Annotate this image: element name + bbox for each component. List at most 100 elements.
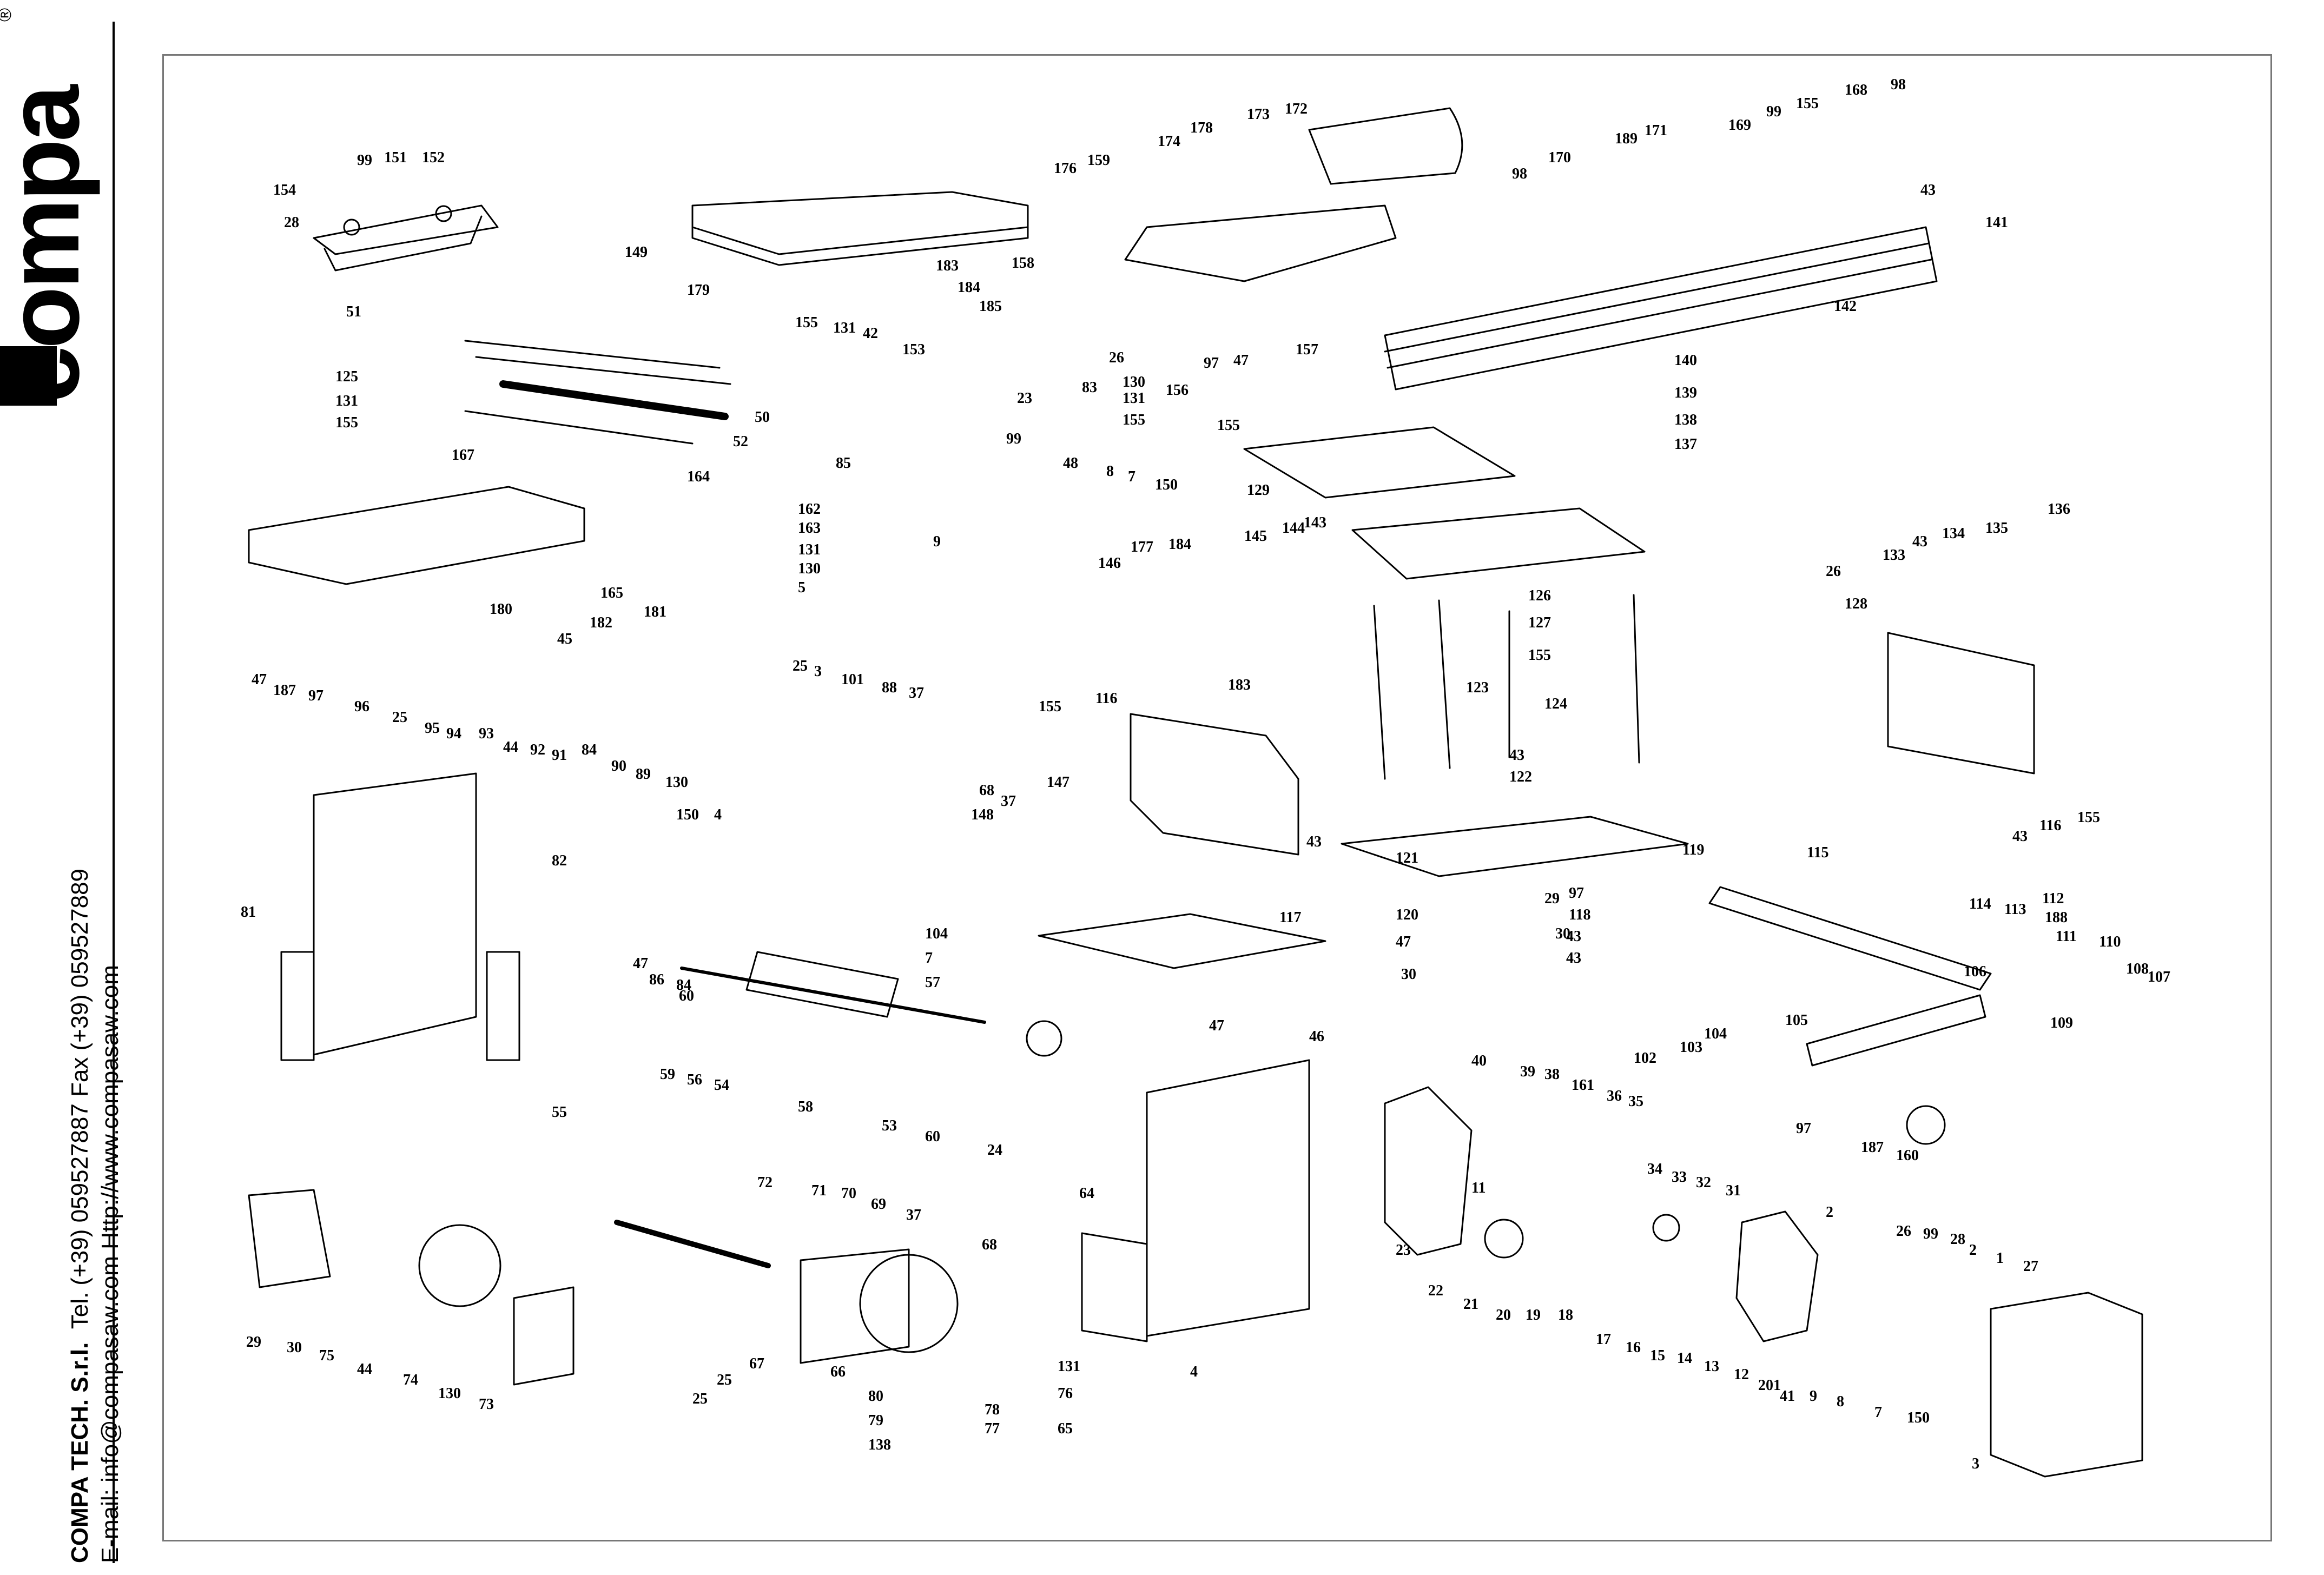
- part-label: 70: [841, 1185, 856, 1202]
- part-label: 137: [1674, 436, 1697, 453]
- part-label: 12: [1734, 1366, 1749, 1383]
- part-label: 174: [1158, 133, 1180, 150]
- part-label: 99: [357, 152, 372, 169]
- part-label: 116: [1095, 690, 1117, 707]
- part-label: 184: [1168, 536, 1191, 553]
- part-label: 1: [1996, 1250, 2004, 1267]
- part-label: 47: [1233, 352, 1249, 369]
- part-label: 169: [1728, 117, 1751, 134]
- part-label: 26: [1826, 563, 1841, 580]
- part-label: 34: [1647, 1161, 1662, 1177]
- motor-drawing: [614, 1220, 959, 1364]
- part-label: 15: [1650, 1347, 1665, 1364]
- part-label: 60: [925, 1128, 940, 1145]
- part-label: 13: [1704, 1358, 1719, 1375]
- part-label: 88: [882, 679, 897, 696]
- part-label: 104: [925, 925, 948, 942]
- part-label: 163: [798, 520, 821, 537]
- part-label: 66: [830, 1364, 846, 1380]
- part-label: 45: [557, 631, 572, 647]
- part-label: 151: [384, 149, 407, 166]
- part-label: 144: [1282, 520, 1305, 537]
- part-label: 127: [1528, 614, 1551, 631]
- part-label: 3: [814, 663, 822, 680]
- part-label: 97: [1569, 885, 1584, 902]
- part-label: 99: [1006, 431, 1021, 447]
- part-label: 131: [335, 393, 358, 409]
- sidebar: compa ® COMPA TECH. S.r.l. Tel. (+39) 05…: [0, 0, 123, 1575]
- part-label: 47: [252, 671, 267, 688]
- part-label: 30: [1555, 925, 1570, 942]
- part-label: 160: [1896, 1147, 1919, 1164]
- part-label: 39: [1520, 1063, 1535, 1080]
- part-label: 23: [1017, 390, 1032, 407]
- part-label: 98: [1891, 76, 1906, 93]
- part-label: 43: [1912, 533, 1927, 550]
- part-label: 3: [1972, 1455, 1979, 1472]
- part-label: 180: [490, 601, 512, 618]
- part-label: 78: [985, 1401, 1000, 1418]
- part-label: 177: [1131, 539, 1153, 555]
- part-label: 173: [1247, 106, 1270, 123]
- belt-cover-drawing: [1990, 1292, 2143, 1478]
- part-label: 7: [1874, 1404, 1882, 1421]
- part-label: 4: [714, 806, 722, 823]
- part-label: 165: [600, 585, 623, 601]
- part-label: 35: [1628, 1093, 1643, 1110]
- part-label: 145: [1244, 528, 1267, 545]
- part-label: 106: [1964, 963, 1986, 980]
- part-label: 28: [1950, 1231, 1965, 1248]
- part-label: 130: [798, 560, 821, 577]
- part-label: 148: [971, 806, 994, 823]
- part-label: 36: [1607, 1088, 1622, 1104]
- part-label: 2: [1826, 1204, 1833, 1221]
- part-label: 124: [1544, 696, 1567, 712]
- sidebar-divider: [113, 22, 115, 1563]
- part-label: 9: [1810, 1388, 1817, 1405]
- part-label: 41: [1780, 1388, 1795, 1405]
- part-label: 8: [1106, 463, 1114, 480]
- part-label: 79: [868, 1412, 883, 1429]
- part-label: 65: [1058, 1420, 1073, 1437]
- part-label: 37: [909, 685, 924, 702]
- part-label: 146: [1098, 555, 1121, 572]
- part-label: 28: [284, 214, 299, 231]
- part-label: 74: [403, 1372, 418, 1388]
- part-label: 97: [308, 687, 323, 704]
- part-label: 155: [1796, 95, 1819, 112]
- part-label: 32: [1696, 1174, 1711, 1191]
- part-label: 122: [1509, 769, 1532, 785]
- part-label: 60: [679, 988, 694, 1004]
- part-label: 164: [687, 468, 710, 485]
- part-label: 98: [1512, 166, 1527, 182]
- part-label: 150: [1907, 1409, 1930, 1426]
- part-label: 143: [1304, 514, 1326, 531]
- part-label: 43: [1566, 950, 1581, 967]
- part-label: 109: [2050, 1015, 2073, 1031]
- part-label: 29: [246, 1334, 261, 1351]
- part-label: 91: [552, 747, 567, 764]
- part-label: 25: [392, 709, 407, 726]
- part-label: 73: [479, 1396, 494, 1413]
- part-label: 92: [530, 742, 545, 758]
- part-label: 172: [1285, 101, 1308, 117]
- fan-assembly-drawing: [248, 1189, 575, 1386]
- part-label: 149: [625, 244, 648, 261]
- part-label: 25: [692, 1391, 708, 1407]
- part-label: 131: [1123, 390, 1145, 407]
- part-label: 114: [1969, 896, 1991, 912]
- part-label: 135: [1985, 520, 2008, 537]
- part-label: 5: [798, 579, 806, 596]
- part-label: 149: [625, 244, 648, 261]
- outfeed-table-drawing: [248, 486, 585, 585]
- part-label: 37: [906, 1207, 921, 1223]
- part-label: 111: [2056, 928, 2077, 945]
- part-label: 37: [1001, 793, 1016, 810]
- part-label: 25: [793, 658, 808, 674]
- part-label: 178: [1190, 120, 1213, 136]
- part-label: 46: [1309, 1028, 1324, 1045]
- part-label: 38: [1544, 1066, 1560, 1083]
- part-label: 7: [1128, 468, 1135, 485]
- part-label: 4: [1190, 1364, 1198, 1380]
